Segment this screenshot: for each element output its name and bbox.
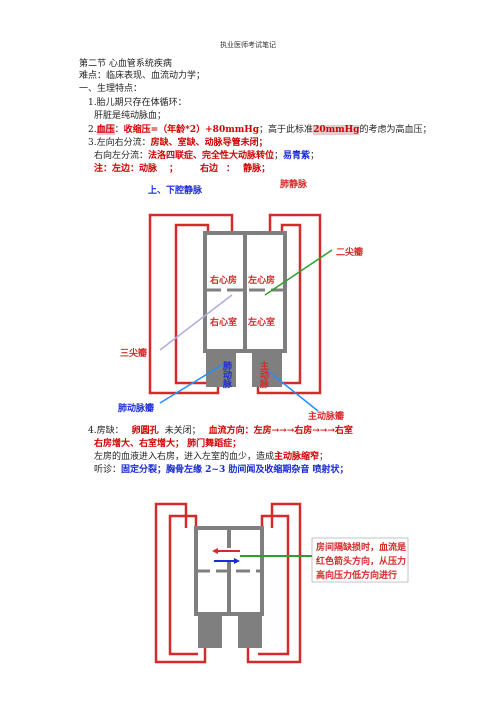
left-ventricle-label: 左心室 — [247, 316, 275, 328]
asd-diagram: 房间隔缺损时，血流是 红色箭头方向，从压力 高向压力低方向进行 — [154, 502, 409, 664]
bp-formula: 收缩压=（年龄*2）+80mmHg — [123, 125, 260, 135]
systemic-venous-loop — [148, 213, 234, 395]
item-3-text: 3.左向右分流： — [88, 138, 151, 148]
aortic-valve-label: 主动脉瓣 — [308, 410, 344, 422]
pulm-artery-label: 肺动脉 — [221, 360, 233, 389]
auscultation: 听诊：固定分裂；胸骨左缘 2~3 肋间闻及收缩期杂音 喷射状； — [94, 465, 348, 476]
difficulty-line: 难点：临床表现、血流动力学； — [79, 71, 206, 81]
item-2: 2.血压：收缩压=（年龄*2）+80mmHg；高于此标准20mmHg的考虑为高血… — [88, 125, 431, 136]
right-ventricle-label: 右心室 — [209, 316, 237, 328]
item-4: 4.房缺： 卵圆孔未关闭； 血流方向：左房→→→右房→→→右室 — [88, 426, 353, 437]
cyanosis-text: 易青紫 — [283, 151, 311, 161]
asd-loop-outer-left — [154, 502, 207, 664]
left-right-shunt: 房缺、室缺、动脉导管未闭； — [150, 138, 268, 148]
item-4-desc-c: ； — [319, 452, 329, 462]
right-left-colon: ； — [274, 151, 284, 161]
right-left-diseases: 法洛四联症、完全性大动脉转位 — [148, 151, 275, 161]
bp-threshold: 20mmHg — [313, 125, 360, 135]
item-2-mid: ；高于此标准 — [259, 125, 314, 135]
bp-label: 血压 — [96, 125, 115, 135]
note-a: 注：左边：动脉 — [94, 164, 158, 174]
aorta-loop — [270, 223, 302, 385]
right-left-shunt-line: 右向左分流：法洛四联症、完全性大动脉转位；易青紫； — [94, 151, 319, 162]
aortic-valve-pointer — [267, 370, 319, 412]
page-header: 执业医师考试笔记 — [220, 41, 276, 49]
right-atrium-label: 右心房 — [209, 274, 237, 286]
tricuspid-label: 三尖瓣 — [120, 347, 147, 359]
mitral-label: 二尖瓣 — [336, 246, 363, 258]
callout-line-2: 红色箭头方向，从压力 — [316, 555, 406, 567]
item-4-sub: 右房增大、右室增大； 肺门舞蹈症； — [94, 439, 242, 449]
auscultation-findings: 固定分裂；胸骨左缘 2~3 肋间闻及收缩期杂音 喷射状； — [121, 465, 349, 475]
heading-physiology: 一、生理特点： — [79, 84, 143, 94]
blood-flow-direction: 血流方向：左房→→→右房→→→右室 — [208, 426, 353, 436]
item-4-a: 4.房缺： — [88, 426, 124, 436]
callout-box — [311, 537, 409, 583]
note-c: 右边 — [200, 164, 219, 174]
item-2-colon: ： — [114, 125, 124, 135]
aorta-label: 主动脉 — [258, 360, 270, 389]
left-atrium-label: 左心房 — [247, 274, 275, 286]
heart-circulation-diagram: 上、下腔静脉 肺静脉 二尖瓣 三尖瓣 肺动脉瓣 主动脉瓣 右心房 左心房 右心室… — [118, 178, 363, 422]
pulmonary-loop — [174, 223, 210, 385]
tricuspid-pointer — [159, 294, 233, 351]
asd-loop-inner-right — [258, 514, 290, 656]
item-2-num: 2. — [88, 125, 97, 135]
asd-loop-outer-right — [246, 502, 302, 664]
item-4-desc: 左房的血液进入右房，进入左室的血少，造成主动脉缩窄； — [94, 452, 328, 463]
foramen-ovale: 卵圆孔 — [131, 426, 159, 436]
pulm-vein-label: 肺静脉 — [280, 178, 308, 190]
vena-cava-label: 上、下腔静脉 — [148, 184, 203, 196]
item-4-c: 未关闭； — [164, 426, 201, 436]
note-line: 注：左边：动脉 ； 右边 ： 静脉； — [94, 164, 270, 175]
section-title: 第二节 心血管系统疾病 — [79, 59, 172, 69]
callout-line-1: 房间隔缺损时，血流是 — [316, 541, 407, 553]
note-b: ； — [169, 164, 179, 174]
pulmonary-vein-loop — [256, 213, 322, 395]
right-left-end: ； — [310, 151, 320, 161]
item-4-desc-a: 左房的血液进入右房，进入左室的血少，造成 — [94, 452, 275, 462]
pulm-valve-label: 肺动脉瓣 — [118, 402, 154, 414]
note-e: 静脉； — [243, 164, 271, 174]
auscultation-label: 听诊： — [94, 465, 122, 475]
pulm-valve-pointer — [159, 364, 223, 404]
item-3: 3.左向右分流：房缺、室缺、动脉导管未闭； — [88, 138, 268, 149]
item-1: 1.胎儿期只存在体循环： — [88, 98, 187, 108]
item-2-tail: 的考虑为高血压； — [359, 125, 432, 135]
callout-line-3: 高向压力低方向进行 — [316, 569, 397, 581]
right-left-label: 右向左分流： — [94, 151, 149, 161]
asd-loop-inner-left — [168, 514, 198, 656]
mitral-pointer — [264, 249, 333, 296]
aortic-coarctation: 主动脉缩窄 — [274, 452, 320, 462]
note-d: ： — [226, 164, 236, 174]
item-1-sub: 肝脏是纯动脉血； — [94, 111, 167, 121]
